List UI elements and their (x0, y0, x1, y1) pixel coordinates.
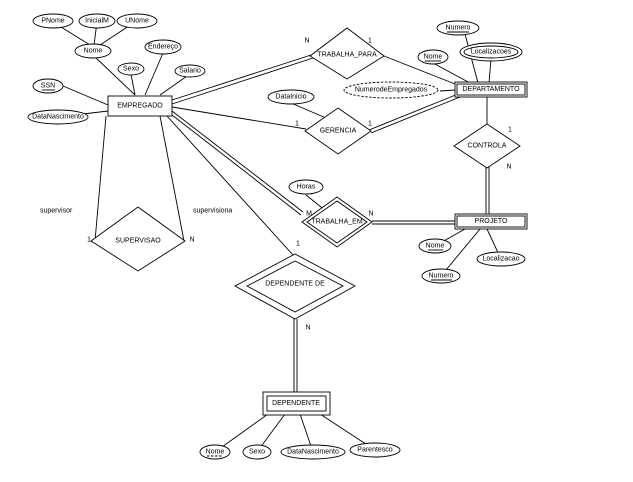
card-controla-n: N (506, 164, 511, 171)
card-supervisao-1: 1 (87, 237, 91, 244)
svg-text:Nome: Nome (424, 54, 443, 61)
card-trabalha-em-n: N (368, 211, 373, 218)
svg-text:TRABALHA_EM: TRABALHA_EM (311, 219, 363, 226)
svg-text:Nome: Nome (206, 449, 225, 456)
card-controla-1: 1 (508, 127, 512, 134)
svg-text:Nome: Nome (426, 243, 445, 250)
entity-empregado: EMPREGADO (107, 95, 173, 117)
attribute-unome: UNome (116, 13, 158, 29)
relationship-gerencia: GERENCIA (304, 107, 372, 155)
attribute-parentesco: Parentesco (349, 442, 401, 458)
attribute-localizacoes-multivalued: Localizacoes (459, 42, 523, 62)
svg-text:SSN: SSN (41, 83, 55, 90)
svg-text:DataNascimento: DataNascimento (287, 449, 339, 456)
attribute-datanascimento-dependente: DataNascimento (280, 444, 346, 460)
attribute-inicialm: InicialM (78, 13, 116, 29)
relationship-dependente-de-identifying: DEPENDENTE DE (234, 253, 356, 320)
attribute-localizacao: Localizacao (476, 251, 526, 267)
entity-projeto: PROJETO (454, 213, 528, 230)
entity-departamento: DEPARTAMENTO (454, 81, 528, 98)
card-supervisao-n: N (189, 237, 194, 244)
attribute-nome-departamento-key: Nome (417, 49, 449, 65)
attribute-numerodeempregados-derived: NumerodeEmpregados (343, 81, 439, 99)
svg-text:NumerodeEmpregados: NumerodeEmpregados (355, 87, 428, 94)
card-trabalha-para-1: 1 (368, 38, 372, 45)
svg-text:GERENCIA: GERENCIA (320, 128, 357, 135)
svg-text:DEPARTAMENTO: DEPARTAMENTO (462, 86, 520, 93)
relationship-trabalha-para: TRABALHA_PARA (309, 27, 385, 80)
svg-text:PROJETO: PROJETO (475, 218, 508, 225)
svg-text:DataNascimento: DataNascimento (32, 114, 84, 121)
card-dependente-de-1: 1 (296, 241, 300, 248)
attribute-sexo-dependente: Sexo (242, 444, 272, 460)
svg-text:UNome: UNome (125, 18, 149, 25)
attribute-pnome: PNome (32, 13, 74, 29)
attribute-nome-projeto-key: Nome (418, 238, 452, 254)
attribute-sexo-empregado: Sexo (117, 62, 145, 76)
relationship-supervisao: SUPERVISAO (90, 206, 186, 272)
relationship-trabalha-em: TRABALHA_EM (301, 196, 373, 248)
svg-text:PNome: PNome (41, 18, 64, 25)
svg-text:Sexo: Sexo (249, 449, 265, 456)
svg-text:EMPREGADO: EMPREGADO (117, 103, 163, 110)
attribute-horas: Horas (288, 179, 324, 195)
connector-lines (52, 21, 502, 453)
attribute-datainicio: DataInicio (267, 89, 315, 105)
attribute-numero-projeto-key: Numero (421, 268, 461, 284)
svg-text:DEPENDENTE: DEPENDENTE (272, 400, 320, 407)
attribute-numero-departamento-key: Numero (436, 20, 480, 36)
svg-text:Salario: Salario (179, 68, 201, 75)
attribute-nome-empregado-composite: Nome (74, 43, 112, 59)
svg-text:DataInicio: DataInicio (275, 94, 306, 101)
role-supervisiona: supervisiona (193, 208, 232, 215)
card-trabalha-em-m: M (306, 211, 312, 218)
svg-text:Horas: Horas (297, 184, 316, 191)
attribute-datanascimento-empregado: DataNascimento (27, 109, 89, 125)
svg-text:InicialM: InicialM (85, 18, 109, 25)
svg-text:Endereço: Endereço (148, 44, 178, 51)
svg-text:DEPENDENTE DE: DEPENDENTE DE (265, 281, 325, 288)
svg-text:Parentesco: Parentesco (357, 447, 393, 454)
svg-text:SUPERVISAO: SUPERVISAO (115, 238, 161, 245)
card-gerencia-1b: 1 (368, 121, 372, 128)
attribute-nome-dependente-partial-key: Nome (199, 444, 231, 460)
attribute-endereco: Endereço (144, 39, 182, 55)
svg-text:Numero: Numero (446, 25, 471, 32)
card-gerencia-1a: 1 (295, 121, 299, 128)
relationship-controla: CONTROLA (453, 123, 521, 169)
svg-text:Sexo: Sexo (123, 66, 139, 73)
svg-text:TRABALHA_PARA: TRABALHA_PARA (317, 52, 377, 59)
role-labels: supervisor supervisiona (40, 208, 232, 215)
role-supervisor: supervisor (40, 208, 73, 215)
svg-text:Localizacoes: Localizacoes (471, 49, 512, 56)
card-trabalha-para-n: N (304, 38, 309, 45)
attribute-salario: Salario (174, 64, 206, 78)
attribute-ssn-key: SSN (32, 78, 64, 94)
svg-text:Numero: Numero (429, 273, 454, 280)
svg-text:Localizacao: Localizacao (483, 256, 520, 263)
cardinality-labels: N 1 1 1 1 N M N 1 N 1 N (87, 38, 512, 332)
svg-text:Nome: Nome (84, 48, 103, 55)
card-dependente-de-n: N (305, 325, 310, 332)
entity-dependente-weak: DEPENDENTE (262, 391, 331, 416)
svg-text:CONTROLA: CONTROLA (468, 143, 507, 150)
